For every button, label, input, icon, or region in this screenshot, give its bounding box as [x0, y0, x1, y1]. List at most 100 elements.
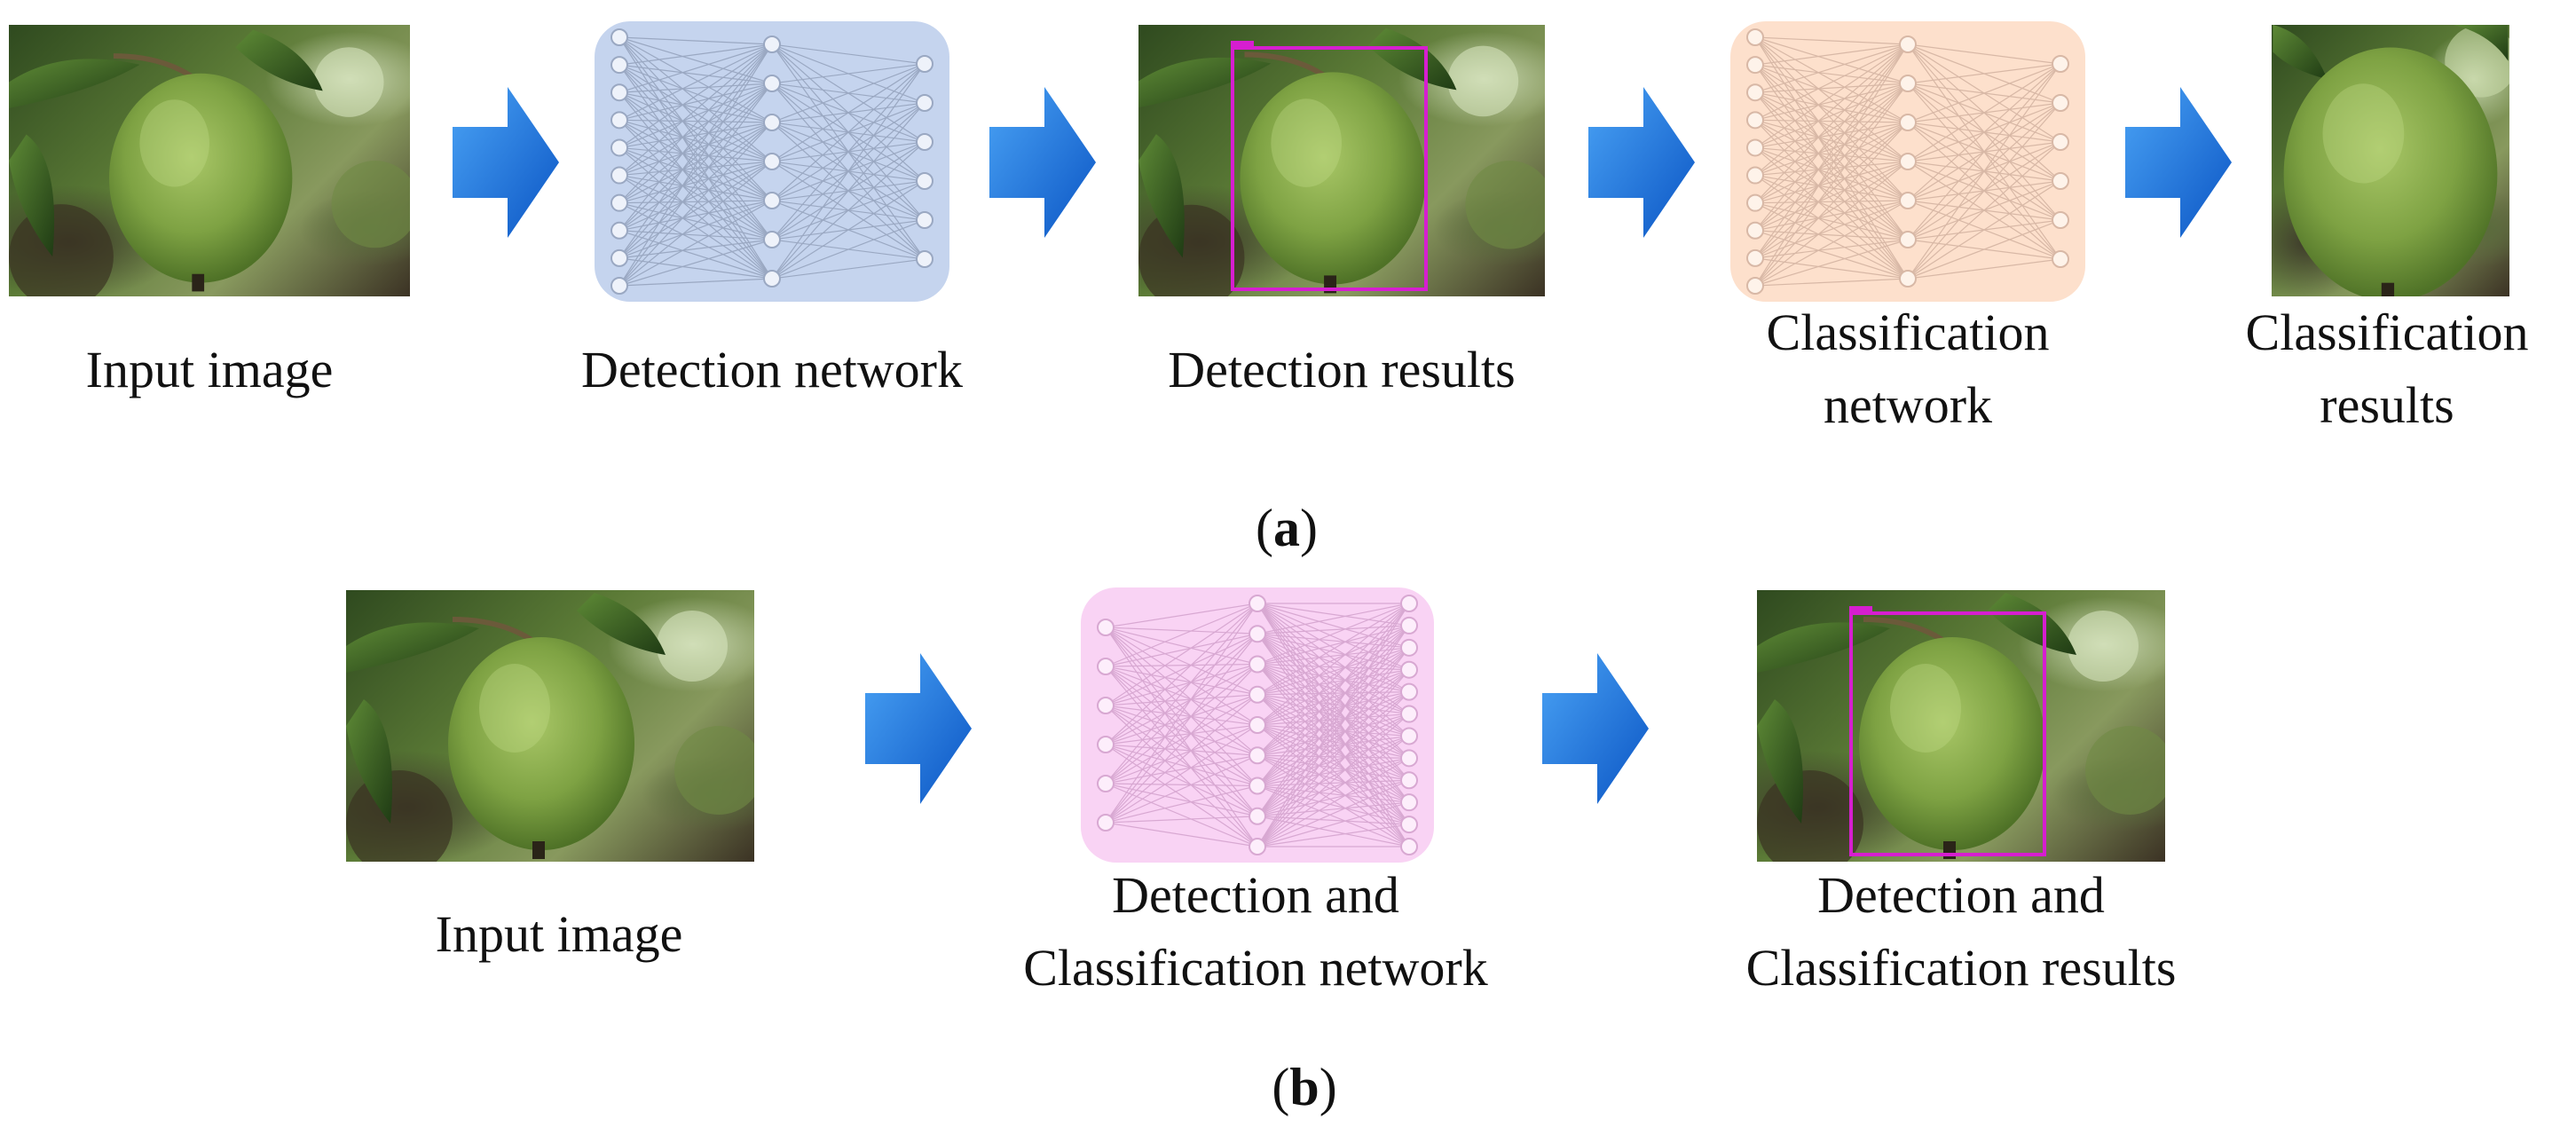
- network-edge: [1105, 633, 1258, 745]
- network-edge: [1105, 744, 1258, 847]
- network-edge: [1105, 744, 1258, 756]
- network-edge: [618, 43, 773, 121]
- network-edge: [771, 102, 926, 280]
- input-image-b: [346, 590, 754, 862]
- network-edge: [1256, 647, 1410, 726]
- network-edge: [1256, 691, 1410, 756]
- network-edge: [1754, 83, 1909, 177]
- network-edge: [1105, 603, 1258, 628]
- network-node: [611, 138, 628, 157]
- network-edge: [618, 161, 773, 204]
- network-edge: [1754, 83, 1909, 148]
- network-edge: [1754, 43, 1909, 66]
- network-edge: [1256, 691, 1410, 847]
- network-edge: [1754, 230, 1909, 240]
- network-node: [611, 28, 628, 46]
- network-edge: [1907, 63, 2061, 123]
- network-node: [916, 94, 934, 112]
- network-edge: [1907, 102, 2061, 280]
- detection-and-classification-network: [1081, 587, 1434, 863]
- network-edge: [1754, 175, 1909, 240]
- network-edge: [1754, 202, 1909, 240]
- network-edge: [1256, 663, 1410, 737]
- network-node: [763, 153, 781, 170]
- classification-network: [1730, 21, 2085, 302]
- network-edge: [1754, 122, 1909, 204]
- network-edge: [771, 141, 926, 280]
- network-edge: [618, 43, 773, 177]
- network-edge: [1256, 603, 1410, 696]
- network-edge: [1256, 713, 1410, 726]
- network-edge: [1105, 694, 1258, 824]
- network-edge: [1754, 43, 1909, 259]
- network-node: [763, 192, 781, 209]
- network-edge: [1907, 258, 2061, 280]
- network-edge: [771, 180, 926, 280]
- network-edge: [1754, 200, 1909, 204]
- network-edge: [618, 161, 773, 259]
- network-node: [1400, 660, 1418, 679]
- network-node: [1097, 736, 1115, 753]
- right-block-arrow-icon: [2125, 87, 2232, 238]
- neural-network-icon: [1097, 595, 1418, 855]
- network-edge: [1105, 627, 1258, 696]
- network-node: [1899, 35, 1917, 53]
- network-edge: [1754, 161, 1909, 177]
- network-edge: [1256, 625, 1410, 817]
- network-edge: [618, 43, 773, 204]
- network-edge: [618, 83, 773, 177]
- network-edge: [618, 119, 773, 123]
- detection-results-image: [1138, 25, 1545, 296]
- network-edge: [1754, 200, 1909, 287]
- network-edge: [618, 119, 773, 240]
- network-edge: [1256, 824, 1410, 847]
- network-edge: [1256, 625, 1410, 666]
- network-edge: [771, 63, 926, 280]
- network-edge: [1256, 603, 1410, 627]
- network-edge: [1754, 83, 1909, 121]
- network-edge: [1105, 694, 1258, 706]
- network-edge: [1256, 647, 1410, 666]
- network-edge: [1907, 63, 2061, 162]
- network-node: [1249, 625, 1266, 643]
- network-edge: [1256, 647, 1410, 756]
- network-edge: [618, 161, 773, 287]
- network-node: [1746, 28, 1764, 46]
- network-node: [1249, 807, 1266, 825]
- network-edge: [1256, 735, 1410, 847]
- network-node: [916, 172, 934, 190]
- network-edge: [618, 83, 773, 204]
- network-edge: [1105, 783, 1258, 817]
- network-edge: [1256, 663, 1410, 671]
- network-edge: [1754, 202, 1909, 280]
- network-edge: [618, 239, 773, 259]
- network-edge: [618, 122, 773, 204]
- network-edge: [1256, 603, 1410, 715]
- network-edge: [1105, 633, 1258, 784]
- network-edge: [1105, 744, 1258, 817]
- network-node: [1400, 793, 1418, 812]
- network-edge: [1105, 664, 1258, 784]
- network-node: [1746, 166, 1764, 185]
- network-node: [1249, 776, 1266, 795]
- guava-photo: [2272, 25, 2509, 296]
- network-node: [2052, 250, 2069, 268]
- network-edge: [1256, 724, 1410, 737]
- network-edge: [1754, 119, 1909, 162]
- neural-network-icon: [611, 28, 934, 295]
- network-edge: [771, 63, 926, 162]
- network-edge: [1105, 724, 1258, 784]
- network-edge: [1754, 122, 1909, 232]
- network-edge: [1105, 705, 1258, 847]
- network-edge: [1754, 239, 1909, 259]
- network-edge: [1105, 627, 1258, 817]
- network-node: [763, 75, 781, 92]
- network-node: [2052, 55, 2069, 73]
- network-edge: [618, 122, 773, 149]
- network-node: [1899, 192, 1917, 209]
- network-edge: [1105, 603, 1258, 745]
- network-edge: [1256, 691, 1410, 817]
- network-edge: [1754, 146, 1909, 240]
- network-edge: [1256, 713, 1410, 787]
- detection-results-label: Detection results: [1168, 341, 1516, 398]
